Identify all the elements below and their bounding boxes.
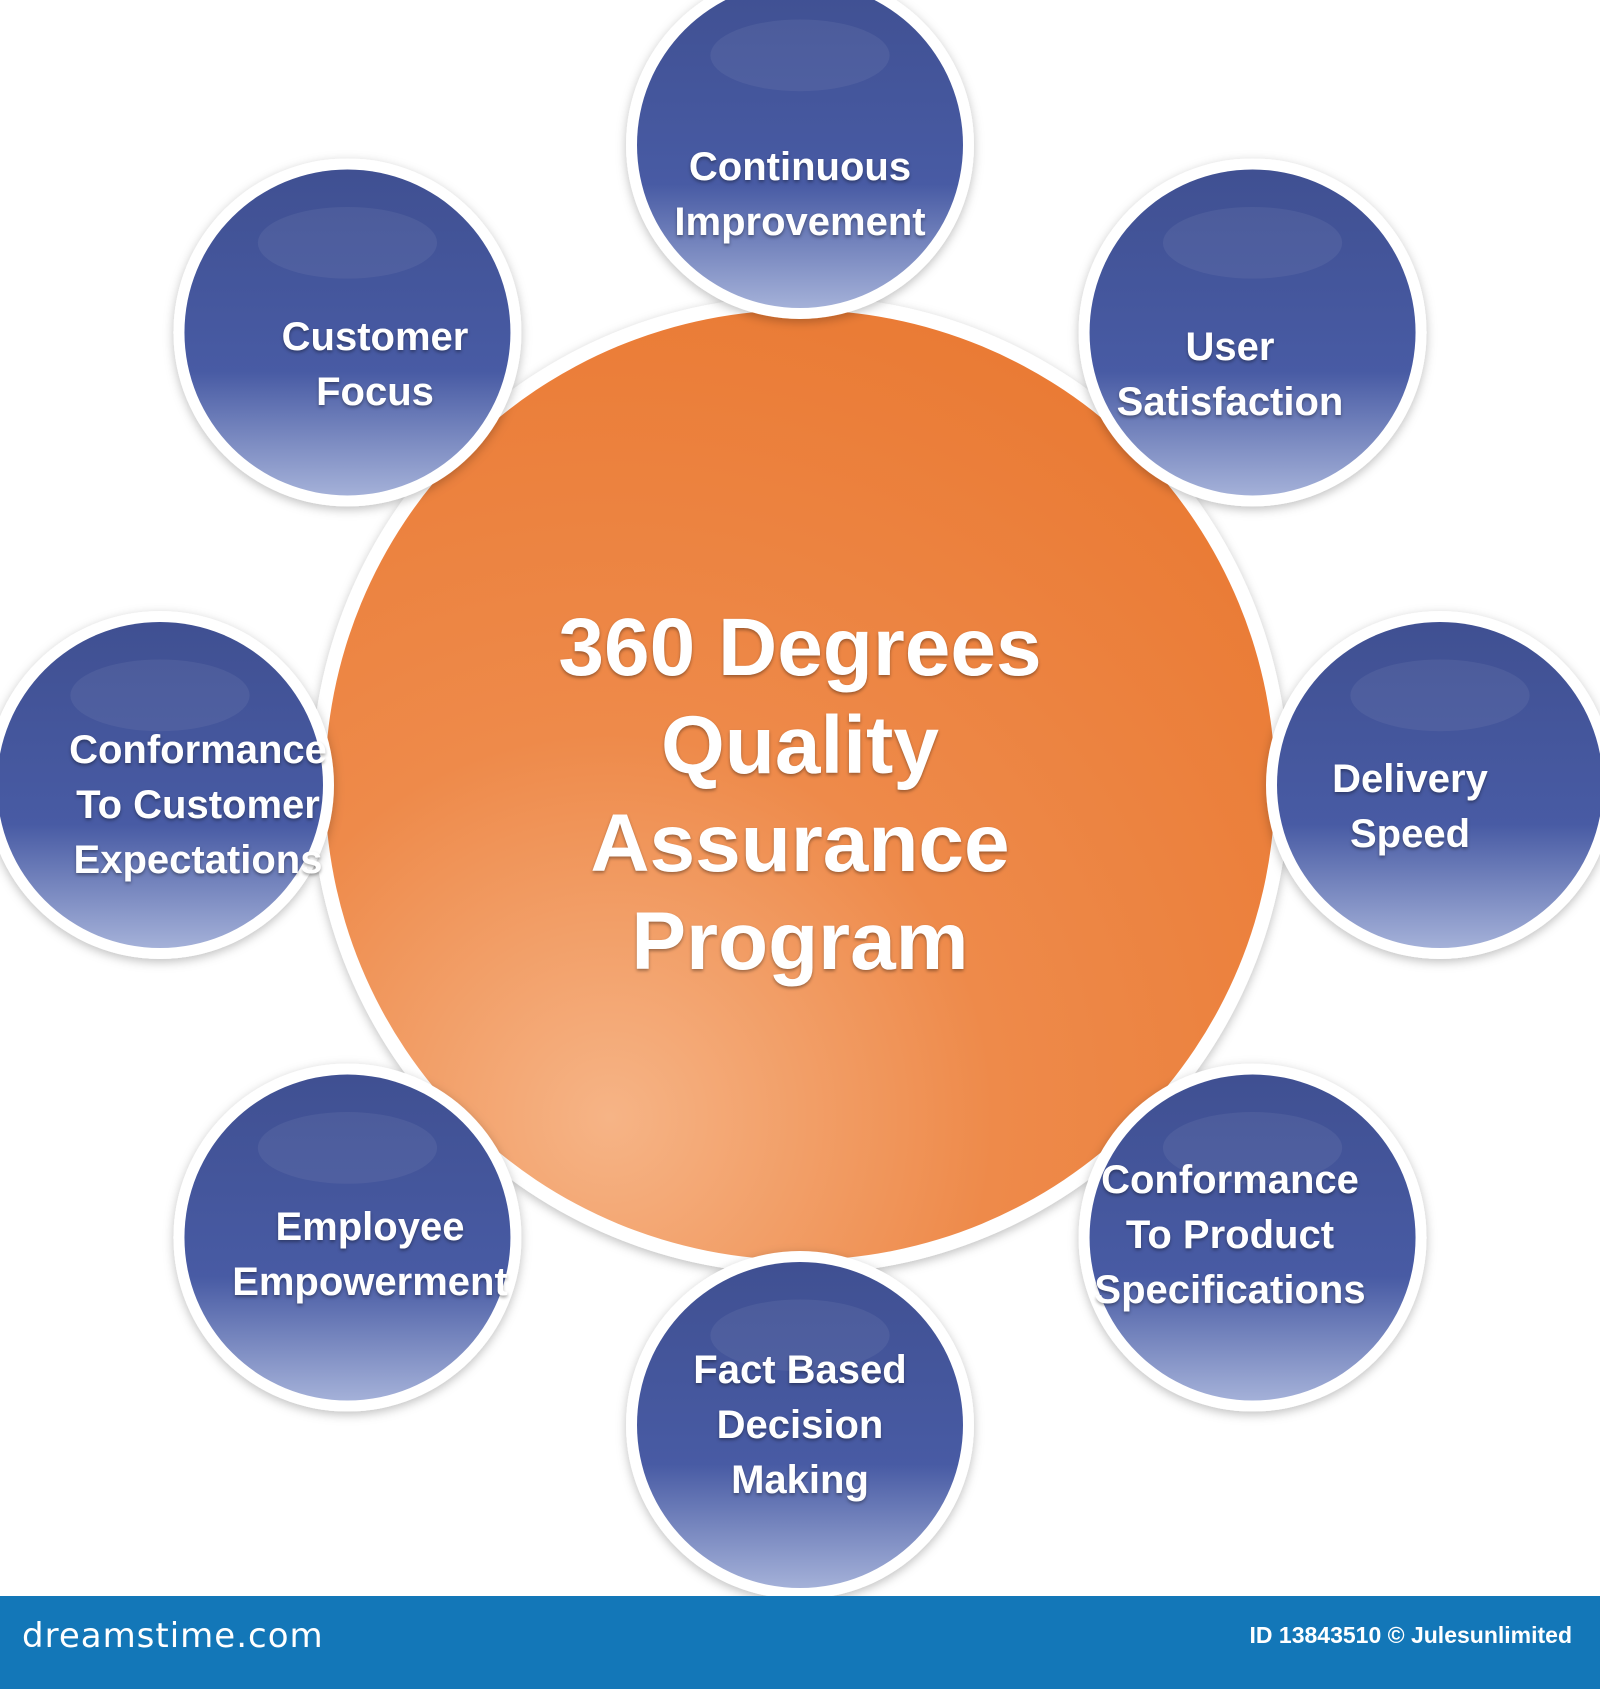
node-label-delivery-speed: Delivery Speed: [1332, 757, 1488, 856]
hub-circle: [325, 310, 1275, 1260]
node-circle-user-satisfaction: [1089, 169, 1416, 496]
node-label-customer-focus: Customer Focus: [281, 315, 469, 414]
node-circle-conformance-customer: [0, 622, 323, 948]
node-gloss-conformance-product: [1162, 1112, 1343, 1184]
node-label-user-satisfaction: User Satisfaction: [1116, 325, 1344, 424]
node-circle-continuous-improvement: [637, 0, 963, 308]
node-label-continuous-improvement: Continuous Improvement: [674, 145, 926, 244]
node-label-conformance-product: Conformance To Product Specifications: [1094, 1157, 1366, 1312]
footer-bar: dreamstime.com ID 13843510 © Julesunlimi…: [0, 1596, 1600, 1689]
footer-credit: ID 13843510 © Julesunlimited: [1249, 1622, 1572, 1648]
node-label-employee-empowerment: Employee Empowerment: [232, 1205, 508, 1304]
node-gloss-user-satisfaction: [1162, 206, 1343, 279]
node-label-fact-based: Fact Based Decision Making: [693, 1347, 907, 1502]
diagram-graphics: [0, 0, 1600, 1596]
node-circle-delivery-speed: [1277, 622, 1600, 948]
node-circle-employee-empowerment: [184, 1074, 511, 1401]
node-gloss-customer-focus: [257, 206, 438, 279]
node-gloss-delivery-speed: [1350, 659, 1530, 732]
node-circle-fact-based: [637, 1262, 963, 1588]
node-gloss-conformance-customer: [70, 659, 250, 732]
center-label: 360 Degrees Quality Assurance Program: [558, 602, 1042, 987]
node-gloss-employee-empowerment: [257, 1112, 438, 1184]
footer-site-link[interactable]: dreamstime.com: [22, 1616, 324, 1656]
node-gloss-fact-based: [710, 1299, 890, 1372]
node-gloss-continuous-improvement: [710, 19, 890, 92]
node-label-conformance-customer: Conformance To Customer Expectations: [69, 727, 327, 882]
node-circle-customer-focus: [184, 169, 511, 496]
node-circle-conformance-product: [1089, 1074, 1416, 1401]
cycle-diagram: 360 Degrees Quality Assurance Program Co…: [0, 0, 1600, 1596]
